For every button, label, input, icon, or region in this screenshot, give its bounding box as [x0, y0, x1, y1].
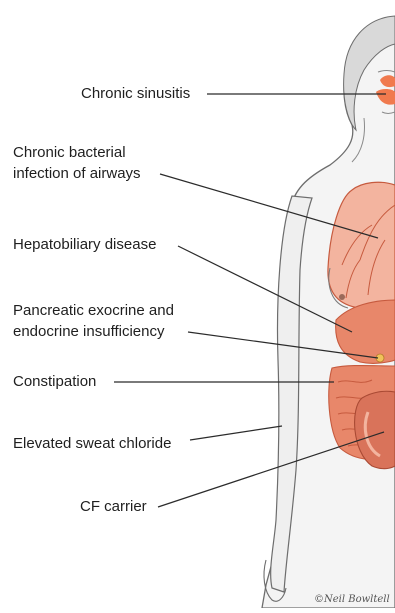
label-constipation: Constipation: [13, 372, 96, 392]
label-chronic-sinusitis: Chronic sinusitis: [81, 84, 190, 104]
label-pancreatic-line1: Pancreatic exocrine and: [13, 301, 174, 321]
nipple: [339, 294, 345, 300]
leader-line-sweat-chloride: [190, 426, 282, 440]
artist-signature: ©Neil Bowltell: [314, 594, 390, 605]
label-airway-infection-line2: infection of airways: [13, 164, 141, 184]
label-hepatobiliary: Hepatobiliary disease: [13, 235, 156, 255]
label-sweat-chloride: Elevated sweat chloride: [13, 434, 171, 454]
label-cf-carrier: CF carrier: [80, 497, 147, 517]
label-airway-infection-line1: Chronic bacterial: [13, 143, 126, 163]
label-pancreatic-line2: endocrine insufficiency: [13, 322, 164, 342]
